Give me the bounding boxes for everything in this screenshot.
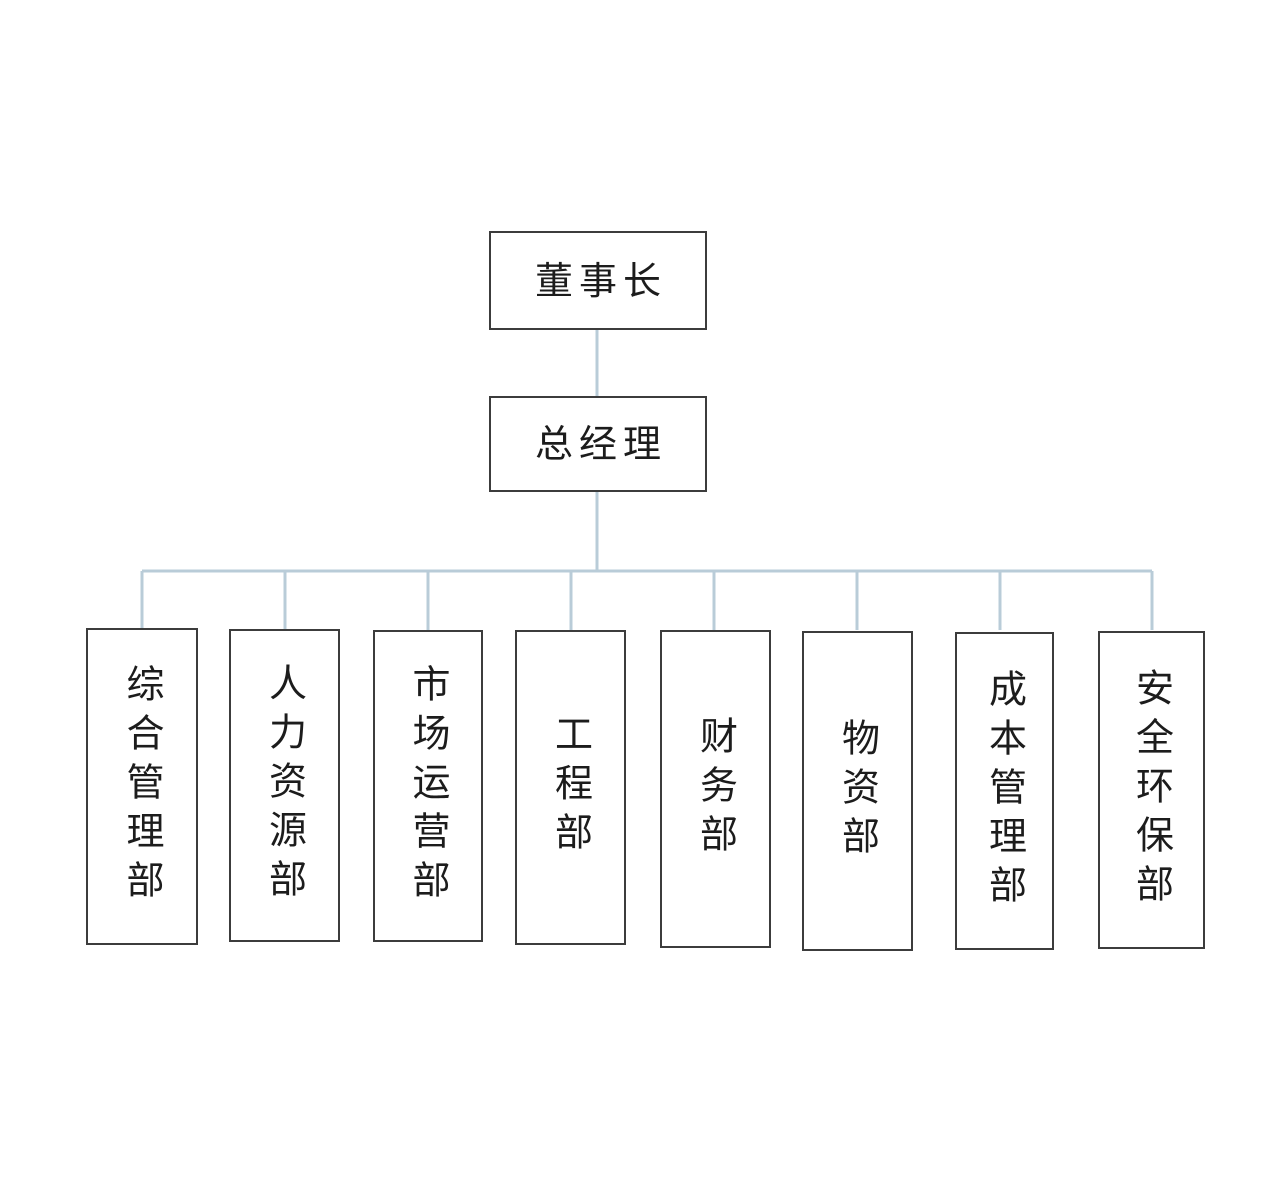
node-dept-4-label: 工程部 — [548, 714, 593, 861]
node-chairman-label: 董事长 — [534, 258, 667, 303]
node-dept-7[interactable]: 成本管理部 — [955, 632, 1054, 950]
node-dept-1[interactable]: 综合管理部 — [86, 628, 198, 945]
node-general-manager[interactable]: 总经理 — [489, 396, 707, 492]
node-dept-3-label: 市场运营部 — [406, 663, 450, 909]
node-dept-8[interactable]: 安全环保部 — [1098, 631, 1205, 949]
node-dept-5-label: 财务部 — [693, 715, 738, 863]
node-chairman[interactable]: 董事长 — [489, 231, 707, 330]
node-dept-6-label: 物资部 — [835, 717, 880, 865]
node-general-manager-label: 总经理 — [534, 422, 667, 466]
node-dept-7-label: 成本管理部 — [982, 668, 1027, 914]
node-dept-6[interactable]: 物资部 — [802, 631, 913, 951]
node-dept-2[interactable]: 人力资源部 — [229, 629, 340, 942]
node-dept-2-label: 人力资源部 — [262, 663, 307, 908]
node-dept-4[interactable]: 工程部 — [515, 630, 626, 945]
node-dept-8-label: 安全环保部 — [1129, 667, 1174, 913]
node-dept-3[interactable]: 市场运营部 — [373, 630, 483, 942]
node-dept-5[interactable]: 财务部 — [660, 630, 771, 948]
node-dept-1-label: 综合管理部 — [120, 664, 164, 909]
